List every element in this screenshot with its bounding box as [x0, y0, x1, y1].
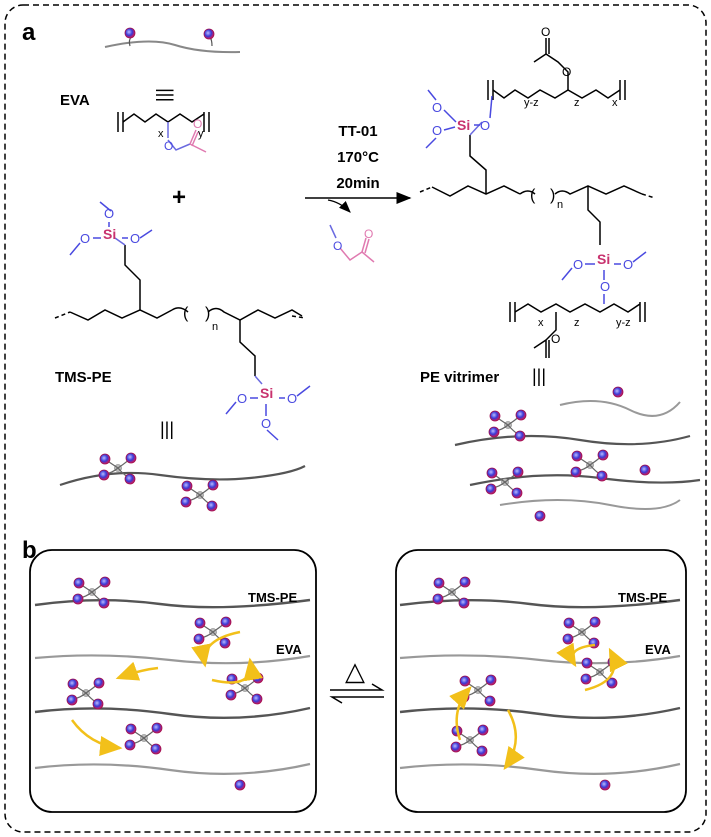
svg-text:O: O	[623, 257, 633, 272]
svg-text:O: O	[573, 257, 583, 272]
svg-text:O: O	[600, 279, 610, 294]
catalyst-label: TT-01	[338, 123, 377, 140]
svg-text:O: O	[287, 391, 297, 406]
vitrimer-si-top: Si O O O	[425, 89, 493, 149]
eva-equiv: |||	[156, 88, 176, 102]
left-chains	[34, 577, 311, 791]
svg-text:Si: Si	[597, 251, 610, 267]
outer-dashed-frame	[4, 4, 707, 833]
vitrimer-sub-z-top: z	[574, 97, 580, 109]
vitrimer-acetate-o1: O	[541, 25, 550, 39]
svg-text:O: O	[364, 227, 373, 241]
methyl-acetate: O O	[329, 224, 375, 263]
vitrimer-cartoon	[454, 386, 701, 522]
panel-b-right-box	[395, 549, 687, 813]
svg-text:O: O	[333, 239, 342, 253]
svg-text:O: O	[80, 231, 90, 246]
eva-sub-y: y	[198, 128, 204, 140]
svg-text:O: O	[261, 416, 271, 431]
svg-text:O: O	[432, 123, 442, 138]
panel-a-letter: a	[22, 19, 36, 46]
vitrimer-si-bottom: Si O O O	[561, 251, 647, 304]
vitrimer-sub-n: n	[557, 199, 563, 211]
reaction-arrow: TT-01 170°C 20min	[305, 123, 412, 213]
vitrimer-acetate-o2: O	[562, 65, 571, 79]
right-tmspe-label: TMS-PE	[618, 590, 667, 605]
tmspe-structure	[54, 237, 306, 385]
tmspe-label: TMS-PE	[55, 369, 112, 386]
vitrimer-sub-yz-bot: y-z	[616, 317, 631, 329]
eva-sub-x: x	[158, 128, 164, 140]
right-chains	[399, 577, 681, 791]
svg-text:O: O	[432, 100, 442, 115]
svg-text:Si: Si	[457, 117, 470, 133]
vitrimer-sub-z-bot: z	[574, 317, 580, 329]
right-eva-label: EVA	[645, 642, 671, 657]
equilibrium-arrows: △	[329, 656, 385, 704]
vitrimer-n-bracket: (	[530, 187, 536, 204]
tmspe-equiv: |||	[160, 419, 174, 439]
tmspe-si-top: Si O O O	[69, 201, 153, 256]
plus-sign: +	[172, 184, 186, 211]
tmspe-n-bracket: (	[183, 305, 189, 322]
panel-b-letter: b	[22, 537, 37, 564]
svg-text:Si: Si	[103, 226, 116, 242]
svg-text:O: O	[104, 206, 114, 221]
left-eva-label: EVA	[276, 642, 302, 657]
tmspe-si-bottom: Si O O O	[225, 385, 311, 441]
left-exchange-arrows	[70, 630, 264, 756]
eva-structure	[117, 112, 210, 153]
vitrimer-sub-x-top: x	[612, 97, 618, 109]
left-tmspe-label: TMS-PE	[248, 590, 297, 605]
product-equiv: |||	[532, 366, 546, 386]
tmspe-n-bracket-close: )	[205, 305, 210, 322]
vitrimer-structure	[419, 38, 656, 358]
eva-label: EVA	[60, 92, 90, 109]
eva-carbonyl-o: O	[193, 117, 202, 131]
eva-o-atom: O	[164, 139, 173, 153]
tmspe-cartoon	[59, 453, 306, 511]
tmspe-sub-n: n	[212, 321, 218, 333]
right-exchange-arrows	[449, 642, 628, 771]
svg-text:O: O	[480, 118, 490, 133]
svg-text:Si: Si	[260, 385, 273, 401]
vitrimer-sub-yz-top: y-z	[524, 97, 539, 109]
vitrimer-acetate-o3: O	[551, 332, 560, 346]
temperature-label: 170°C	[337, 149, 379, 166]
vitrimer-n-bracket-close: )	[550, 187, 555, 204]
heat-symbol: △	[345, 656, 365, 686]
eva-cartoon	[104, 27, 241, 54]
vitrimer-sub-x-bot: x	[538, 317, 544, 329]
product-label: PE vitrimer	[420, 369, 499, 386]
svg-text:O: O	[237, 391, 247, 406]
svg-text:O: O	[130, 231, 140, 246]
time-label: 20min	[336, 175, 379, 192]
